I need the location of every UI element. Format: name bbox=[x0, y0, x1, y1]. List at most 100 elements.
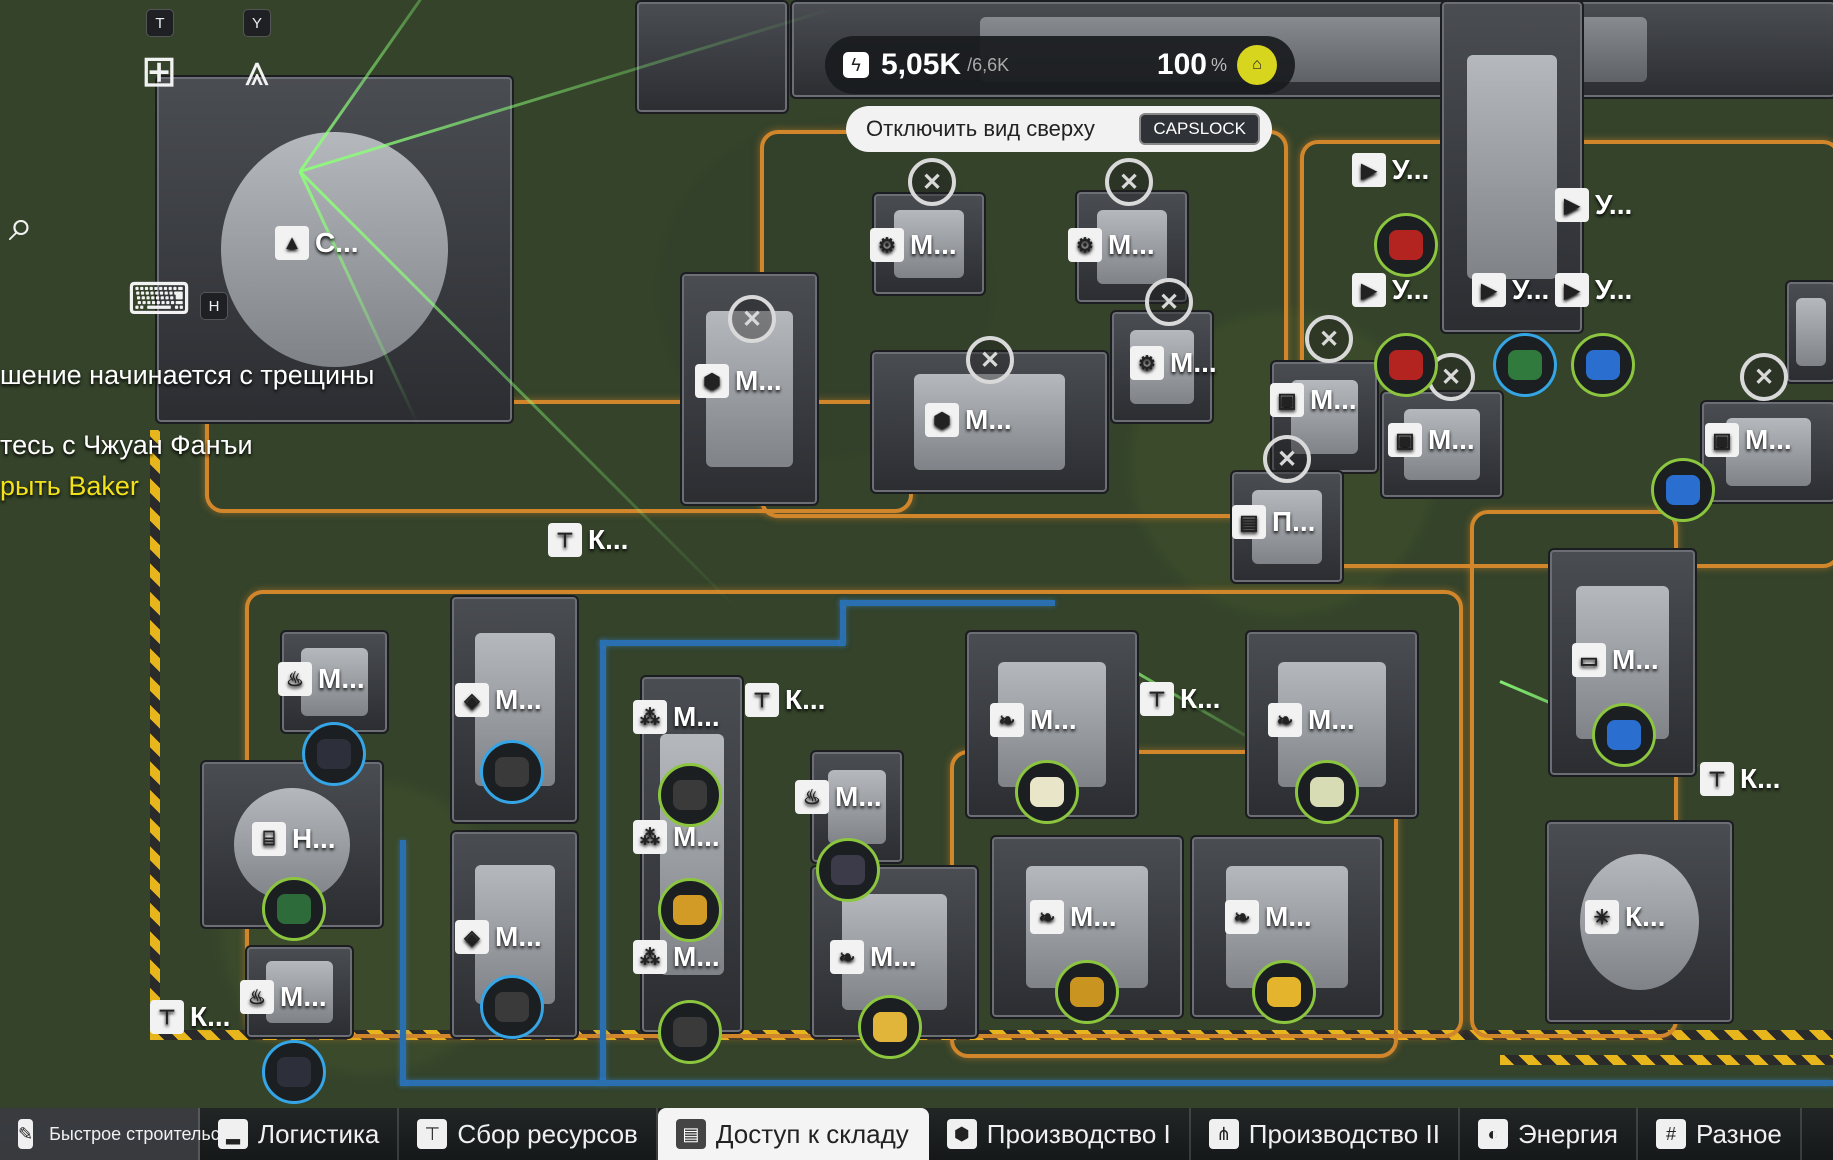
machine-label[interactable]: ⊤К... bbox=[1700, 762, 1780, 796]
water-pipe[interactable] bbox=[600, 640, 606, 1085]
machine-label[interactable]: ▣М... bbox=[1705, 423, 1792, 457]
resource-slot-ore[interactable] bbox=[262, 1040, 326, 1104]
resource-slot-flower[interactable] bbox=[1015, 760, 1079, 824]
tab-harvest[interactable]: ⊤Сбор ресурсов bbox=[399, 1108, 658, 1160]
resource-slot-battery[interactable] bbox=[1571, 333, 1635, 397]
refinery-icon: ⚙ bbox=[870, 228, 904, 262]
resource-slot-flower[interactable] bbox=[1252, 960, 1316, 1024]
machine-label[interactable]: ◈М... bbox=[455, 683, 542, 717]
settings-gear-icon[interactable]: ✕ bbox=[1105, 158, 1153, 206]
machine-label[interactable]: ▶У... bbox=[1352, 273, 1429, 307]
protocol-core[interactable] bbox=[155, 75, 514, 424]
machine[interactable] bbox=[872, 192, 986, 296]
machine-label[interactable]: ✳К... bbox=[1585, 900, 1665, 934]
resource-slot-flower[interactable] bbox=[858, 995, 922, 1059]
quick-build-button[interactable]: ✎ Быстрое строительство bbox=[0, 1108, 247, 1160]
machine[interactable] bbox=[990, 835, 1184, 1019]
tab-logistics[interactable]: ▂Логистика bbox=[200, 1108, 400, 1160]
machine-label[interactable]: ♨М... bbox=[240, 980, 327, 1014]
tab-storage-access[interactable]: ▤Доступ к складу bbox=[657, 1108, 929, 1160]
hazard-stripe bbox=[150, 430, 160, 1030]
resource-slot-powder[interactable] bbox=[658, 1000, 722, 1064]
machine-label[interactable]: ◈М... bbox=[455, 920, 542, 954]
top-view-toggle[interactable]: Отключить вид сверху CAPSLOCK bbox=[846, 106, 1272, 152]
resource-slot-plant[interactable] bbox=[262, 877, 326, 941]
water-pipe[interactable] bbox=[600, 640, 845, 646]
water-pipe[interactable] bbox=[840, 600, 846, 645]
machine-label[interactable]: ▶У... bbox=[1472, 273, 1549, 307]
settings-gear-icon[interactable]: ✕ bbox=[1740, 353, 1788, 401]
machine-label[interactable]: ❧М... bbox=[1030, 900, 1117, 934]
machine-label[interactable]: ❧М... bbox=[990, 703, 1077, 737]
resource-slot-seed[interactable] bbox=[1295, 760, 1359, 824]
settings-gear-icon[interactable]: ✕ bbox=[728, 295, 776, 343]
machine[interactable] bbox=[1785, 280, 1833, 384]
quest-title[interactable]: шение начинается с трещины bbox=[0, 360, 375, 390]
blueprint-icon[interactable]: ⩓ bbox=[244, 46, 270, 95]
resource-slot-gold[interactable] bbox=[658, 878, 722, 942]
resource-slot-powder[interactable] bbox=[658, 763, 722, 827]
machine-label[interactable]: ⁂М... bbox=[633, 700, 720, 734]
machine-label[interactable]: ⁂М... bbox=[633, 820, 720, 854]
machine-label[interactable]: ⌸Н... bbox=[252, 822, 336, 856]
resource-slot-plant[interactable] bbox=[1493, 333, 1557, 397]
machine-label[interactable]: ⚙М... bbox=[1068, 228, 1155, 262]
resource-slot-block[interactable] bbox=[480, 975, 544, 1039]
capslock-key: CAPSLOCK bbox=[1139, 113, 1260, 145]
resource-slot-fruit[interactable] bbox=[1055, 960, 1119, 1024]
machine-label[interactable]: ▶У... bbox=[1555, 188, 1632, 222]
resource-slot-battery[interactable] bbox=[1651, 458, 1715, 522]
hotkey-t: T bbox=[146, 9, 174, 37]
settings-gear-icon[interactable]: ✕ bbox=[1263, 435, 1311, 483]
resource-slot-ore[interactable] bbox=[302, 722, 366, 786]
settings-gear-icon[interactable]: ✕ bbox=[908, 158, 956, 206]
machine-label[interactable]: ♨М... bbox=[278, 662, 365, 696]
search-icon[interactable]: ⌕ bbox=[8, 201, 34, 250]
machine-label[interactable]: ▲С... bbox=[275, 226, 359, 260]
tab-production-1[interactable]: ⬢Производство I bbox=[929, 1108, 1191, 1160]
tech-tree-icon[interactable]: ⊞ bbox=[140, 46, 178, 96]
tab-production-2[interactable]: ⋔Производство II bbox=[1191, 1108, 1460, 1160]
resource-slot-battery[interactable] bbox=[1592, 703, 1656, 767]
machine-label[interactable]: ▭М... bbox=[1572, 643, 1659, 677]
machine-label[interactable]: ▣М... bbox=[1388, 423, 1475, 457]
water-pipe[interactable] bbox=[840, 600, 1055, 606]
tab-misc[interactable]: #Разное bbox=[1638, 1108, 1802, 1160]
base-structure[interactable] bbox=[635, 0, 789, 114]
resource-slot-ruby[interactable] bbox=[1374, 333, 1438, 397]
machine-label[interactable]: ⊤К... bbox=[745, 683, 825, 717]
resource-slot-ruby[interactable] bbox=[1374, 213, 1438, 277]
settings-gear-icon[interactable]: ✕ bbox=[1305, 315, 1353, 363]
settings-gear-icon[interactable]: ✕ bbox=[966, 336, 1014, 384]
base-structure[interactable] bbox=[1440, 0, 1584, 334]
machine-label[interactable]: ⚙М... bbox=[1130, 346, 1217, 380]
machine-label[interactable]: ❧М... bbox=[1225, 900, 1312, 934]
machine-label[interactable]: ⊤К... bbox=[150, 1000, 230, 1034]
water-pipe[interactable] bbox=[400, 840, 406, 1085]
machine-label[interactable]: ⚙М... bbox=[870, 228, 957, 262]
machine-label[interactable]: ▶У... bbox=[1352, 153, 1429, 187]
machine-label[interactable]: ⬢М... bbox=[695, 364, 782, 398]
machine-label[interactable]: ▣М... bbox=[1270, 383, 1357, 417]
chat-icon[interactable]: ⌨ bbox=[127, 274, 191, 324]
coin-icon[interactable]: ⌂ bbox=[1237, 45, 1277, 85]
machine-label[interactable]: ⊤К... bbox=[1140, 682, 1220, 716]
machine-label[interactable]: ▤П... bbox=[1232, 505, 1315, 539]
tab-energy[interactable]: ◐Энергия bbox=[1460, 1108, 1639, 1160]
machine-label[interactable]: ♨М... bbox=[795, 780, 882, 814]
machine[interactable] bbox=[200, 760, 384, 929]
machine-label[interactable]: ⬢М... bbox=[925, 403, 1012, 437]
machine-label[interactable]: ⁂М... bbox=[633, 940, 720, 974]
machine[interactable] bbox=[1380, 390, 1504, 499]
machine-label[interactable]: ⊤К... bbox=[548, 523, 628, 557]
settings-gear-icon[interactable]: ✕ bbox=[1145, 278, 1193, 326]
machine-label[interactable]: ❧М... bbox=[830, 940, 917, 974]
machine[interactable] bbox=[870, 350, 1109, 494]
water-pipe[interactable] bbox=[400, 1080, 1833, 1086]
machine-label[interactable]: ❧М... bbox=[1268, 703, 1355, 737]
machine-label[interactable]: ▶У... bbox=[1555, 273, 1632, 307]
machine[interactable] bbox=[280, 630, 389, 734]
grinder-icon: ◈ bbox=[455, 683, 489, 717]
resource-slot-crystal[interactable] bbox=[816, 838, 880, 902]
resource-slot-block[interactable] bbox=[480, 740, 544, 804]
